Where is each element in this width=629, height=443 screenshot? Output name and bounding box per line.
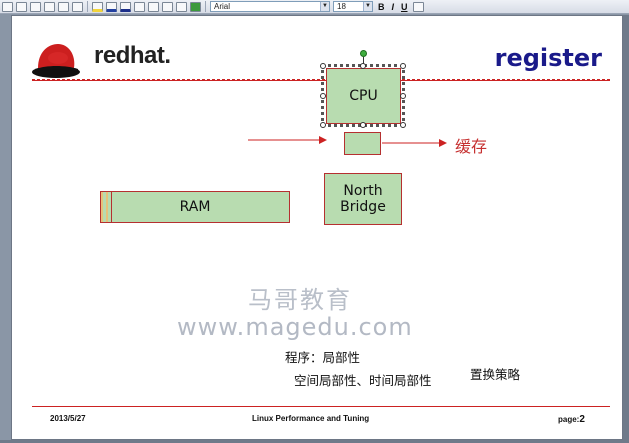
cache-shape[interactable] <box>344 132 381 155</box>
northbridge-line1: North <box>343 183 383 199</box>
font-size-value: 18 <box>337 2 346 11</box>
bold-button[interactable]: B <box>378 1 385 12</box>
copy-icon[interactable] <box>44 1 55 12</box>
footer-date: 2013/5/27 <box>50 414 86 423</box>
arrow-style-icon[interactable] <box>162 1 173 12</box>
ram-label: RAM <box>179 199 211 215</box>
cpu-shape[interactable]: CPU <box>326 68 401 124</box>
redhat-logo-icon <box>32 44 80 78</box>
rotate-handle[interactable] <box>360 50 367 57</box>
underline-button[interactable]: U <box>401 1 408 12</box>
watermark-url: www.magedu.com <box>177 313 413 341</box>
slide-canvas[interactable]: redhat. register CPU 缓存 RAM N <box>11 15 623 440</box>
northbridge-shape[interactable]: North Bridge <box>324 173 402 225</box>
northbridge-label: North Bridge <box>340 183 386 215</box>
save-icon[interactable] <box>2 1 13 12</box>
formatting-toolbar: Arial ▼ 18 ▼ B I U <box>0 0 629 14</box>
font-name-select[interactable]: Arial ▼ <box>210 1 330 12</box>
chevron-down-icon[interactable]: ▼ <box>363 2 372 11</box>
rotate-stem <box>363 57 364 65</box>
font-size-select[interactable]: 18 ▼ <box>333 1 373 12</box>
page-prefix: page: <box>558 415 580 424</box>
watermark-text: 马哥教育 <box>248 286 352 314</box>
workspace-scroll-edge <box>623 15 629 443</box>
fill-color-icon[interactable] <box>92 1 103 12</box>
workspace-bottom-edge <box>0 440 629 443</box>
note-replace-policy[interactable]: 置换策略 <box>470 367 521 382</box>
align-left-icon[interactable] <box>412 1 424 12</box>
footer-title: Linux Performance and Tuning <box>252 414 370 423</box>
image-icon[interactable] <box>72 1 83 12</box>
font-color-icon[interactable] <box>120 1 131 12</box>
workspace-margin <box>0 15 11 443</box>
header-divider <box>32 79 610 81</box>
cpu-label: CPU <box>349 88 378 104</box>
3d-icon[interactable] <box>190 1 201 12</box>
ram-shape[interactable]: RAM <box>100 191 290 223</box>
print-icon[interactable] <box>16 1 27 12</box>
font-name-value: Arial <box>214 2 231 11</box>
note-locality[interactable]: 空间局部性、时间局部性 <box>294 373 432 388</box>
toolbar-separator <box>205 1 206 12</box>
paste-icon[interactable] <box>58 1 69 12</box>
footer-page: page:2 <box>558 414 585 425</box>
cut-icon[interactable] <box>30 1 41 12</box>
chevron-down-icon[interactable]: ▼ <box>320 2 329 11</box>
northbridge-line2: Bridge <box>340 199 386 215</box>
italic-button[interactable]: I <box>391 1 395 12</box>
note-program[interactable]: 程序：局部性 <box>285 350 361 365</box>
page-number: 2 <box>579 414 585 425</box>
toolbar-separator <box>87 1 88 12</box>
footer-divider <box>32 406 610 407</box>
logo-wordmark: redhat. <box>94 42 171 69</box>
shadow-icon[interactable] <box>176 1 187 12</box>
slide-title[interactable]: register <box>494 44 602 72</box>
line-color-icon[interactable] <box>106 1 117 12</box>
line-style-icon[interactable] <box>134 1 145 12</box>
dash-style-icon[interactable] <box>148 1 159 12</box>
ram-stripe <box>101 192 112 222</box>
cache-label[interactable]: 缓存 <box>455 137 488 156</box>
